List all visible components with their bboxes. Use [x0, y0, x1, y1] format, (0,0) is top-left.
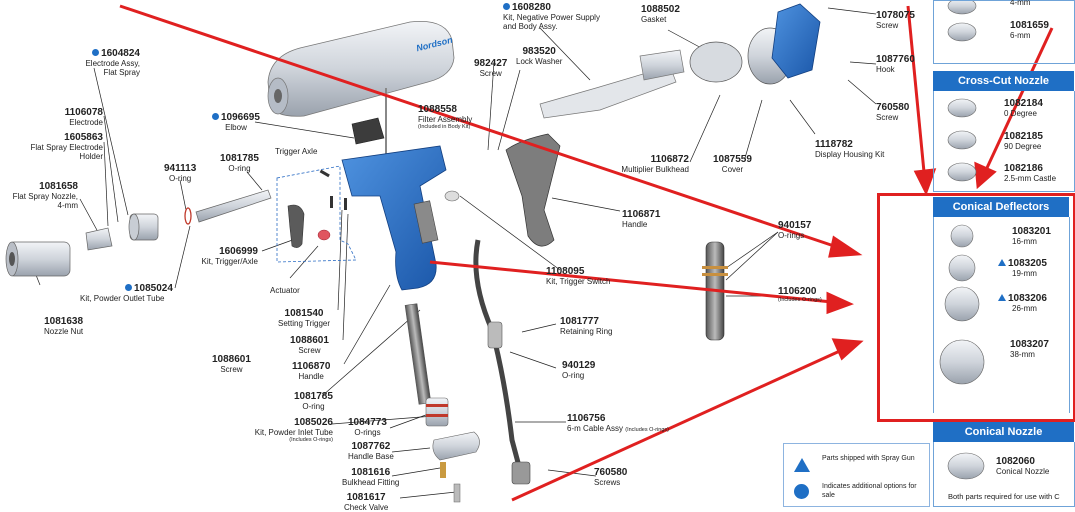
leader-lines — [35, 7, 877, 499]
label-trigger-axle: Trigger Axle — [275, 147, 318, 156]
panel-art — [939, 0, 985, 480]
gun-body-art — [267, 21, 455, 160]
powder-inlet-tube-art — [404, 303, 449, 427]
option-dot-icon — [212, 113, 219, 120]
label-actuator: Actuator — [270, 286, 300, 295]
conical-frame — [933, 217, 1070, 413]
legend-triangle-text: Parts shipped with Spray Gun — [822, 455, 915, 462]
o-ring-art — [184, 207, 192, 225]
legend-triangle-icon — [794, 458, 810, 472]
shipped-triangle-icon — [998, 294, 1006, 301]
label-1106200: 1106200(Includes O-rings) — [778, 286, 822, 303]
gasket-art — [689, 41, 743, 83]
option-dot-icon — [125, 284, 132, 291]
electrode-holder-art — [128, 213, 159, 241]
cable-end-art — [511, 461, 531, 485]
power-supply-art — [539, 49, 685, 119]
panel-item-4mm: 4-mm — [1010, 0, 1031, 7]
label-1604824: 1604824 Electrode Assy,Flat Spray — [85, 48, 140, 77]
outlet-tube-art — [195, 189, 272, 223]
panel-footer-note: Both parts required for use with C — [948, 492, 1060, 501]
display-housing-art — [771, 3, 821, 79]
crosscut-nozzle-header: Cross-Cut Nozzle — [933, 71, 1074, 91]
side-handle-art — [505, 133, 561, 247]
actuator-art — [317, 229, 331, 241]
legend-dot-icon — [794, 484, 809, 499]
red-annotation-arrows — [119, 4, 1054, 502]
panel-top-frame — [933, 0, 1075, 64]
trigger-art — [287, 204, 305, 248]
trigger-kit-box — [276, 165, 357, 263]
shipped-triangle-icon — [998, 259, 1006, 266]
switch-pcb-art — [413, 200, 439, 244]
legend-dot-text: Indicates additional options for sale — [822, 483, 917, 499]
cable-art — [473, 239, 523, 471]
flat-spray-nozzle-art — [85, 227, 113, 251]
check-valve-art — [453, 483, 461, 503]
conical-deflectors-header: Conical Deflectors — [933, 197, 1069, 217]
cable-connector-art — [487, 321, 503, 349]
nozzle-nut-art — [5, 241, 71, 277]
legend-box: Parts shipped with Spray Gun Indicates a… — [783, 443, 930, 507]
bulkhead-fitting-art — [440, 462, 446, 478]
red-highlight-box — [877, 193, 1075, 422]
trigger-switch-art — [444, 190, 460, 202]
conical-nozzle-header: Conical Nozzle — [933, 422, 1074, 442]
handle-base-art — [432, 431, 480, 461]
option-dot-icon — [503, 3, 510, 10]
option-dot-icon — [92, 49, 100, 56]
elbow-art — [351, 117, 385, 145]
